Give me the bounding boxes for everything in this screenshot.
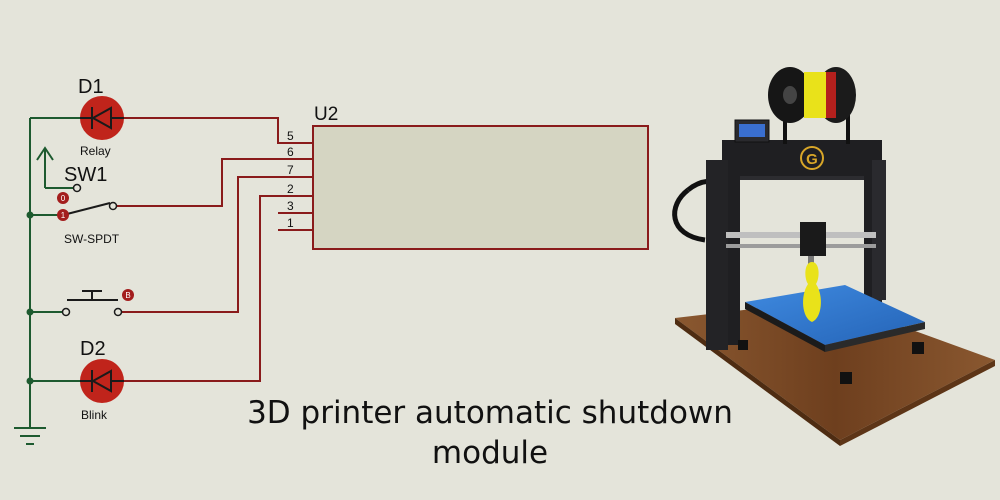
push-button-pin-label: B: [125, 291, 130, 300]
u2-pin-label: 2: [287, 182, 294, 196]
ground-symbol: [14, 427, 46, 445]
printer-logo: [800, 146, 824, 170]
printer-logo-text: G: [806, 151, 818, 168]
u2-chip: [312, 125, 649, 250]
d2-led: [80, 359, 124, 403]
u2-pin-label: 6: [287, 145, 294, 159]
caption: 3D printer automatic shutdown module: [190, 393, 790, 473]
u2-pin-label: 5: [287, 129, 294, 143]
sw1-value-label: SW-SPDT: [64, 232, 120, 246]
junction-dots: [26, 211, 34, 385]
d1-ref-label: D1: [78, 76, 104, 98]
sw1-switch: [59, 183, 118, 220]
printed-object: [803, 262, 821, 322]
d2-value-label: Blink: [81, 408, 108, 422]
sw1-pin-markers: 0 1: [57, 192, 69, 221]
d1-led: [80, 96, 124, 140]
u2-pin-label: 1: [287, 216, 294, 230]
u2-pin-label: 7: [287, 163, 294, 177]
d1-value-label: Relay: [80, 144, 111, 158]
u2-pin-numbers: 5 6 7 2 3 1: [287, 129, 294, 230]
print-bed: [745, 285, 925, 345]
u2-ref-label: U2: [314, 104, 338, 125]
print-head: [800, 222, 826, 256]
wood-base: [675, 300, 995, 440]
push-button: B: [61, 289, 134, 317]
ground-bus-wires: [29, 117, 80, 428]
d2-ref-label: D2: [80, 338, 106, 360]
signal-wires: [116, 117, 313, 382]
u2-pin-stubs: [278, 142, 313, 231]
u2-pin-label: 3: [287, 199, 294, 213]
caption-line-1: 3D printer automatic shutdown: [247, 395, 733, 431]
sw1-pin-label: 0: [61, 194, 66, 203]
power-arrow-symbol: [36, 146, 73, 189]
sw1-pin-label: 1: [61, 211, 66, 220]
sw1-ref-label: SW1: [64, 164, 107, 186]
caption-line-2: module: [431, 435, 549, 471]
printer-illustration: G: [672, 67, 995, 446]
